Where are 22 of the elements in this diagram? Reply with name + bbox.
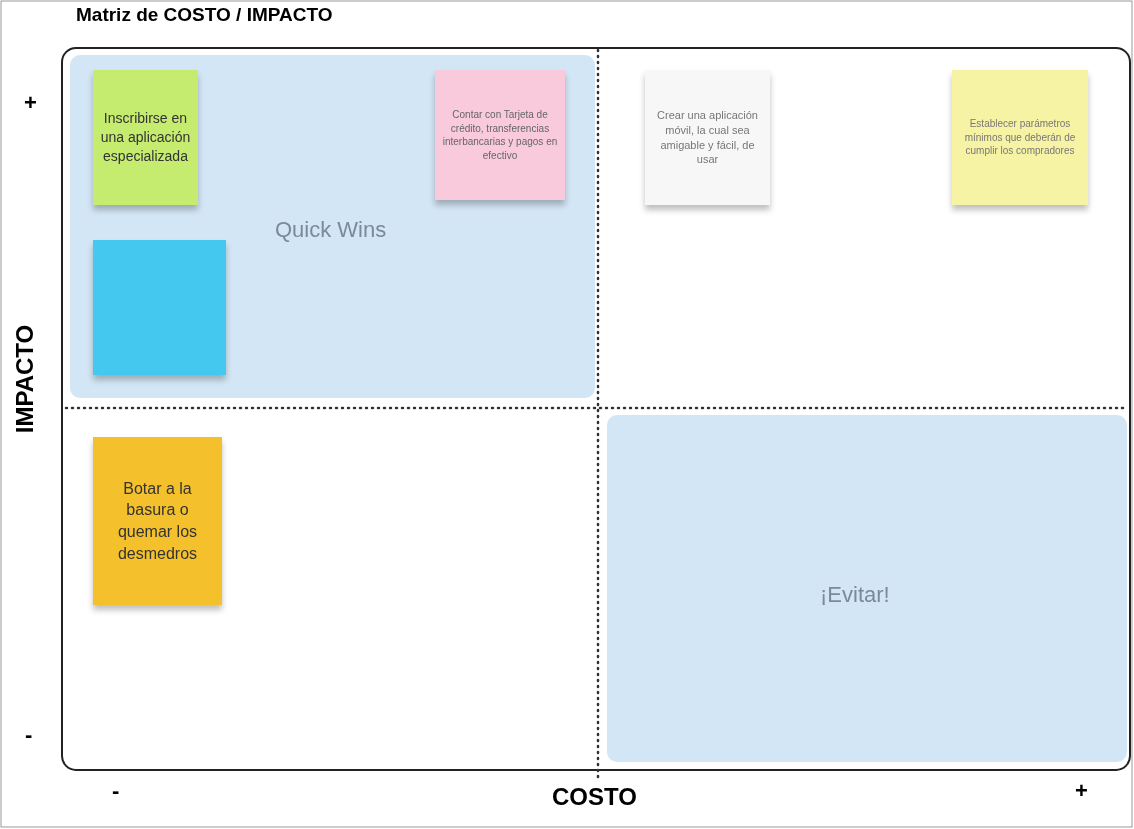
axis-sign: COSTO [552,783,637,811]
axis-sign: + [24,90,37,116]
sticky-note [93,240,226,375]
axis-title: IMPACTO [11,323,39,436]
note-text: Botar a la basura o quemar los desmedros [116,478,199,564]
axis-sign: - [25,722,33,748]
axis-sign: - [112,778,120,804]
quadrant-area [70,55,595,398]
sticky-note [93,437,222,605]
note-text: Establecer parámetros mínimos que deberán de cumplir los compradores [963,117,1077,158]
note-text: Crear una aplicación móvil, la cual sea amigable y fácil, de usar [656,107,759,168]
quadrant-label: ¡Evitar! [820,581,890,609]
sticky-note [435,70,565,200]
axis-sign: + [1075,778,1088,804]
sticky-note [93,70,198,205]
quadrant-label: Quick Wins [275,216,387,244]
sticky-note [645,70,770,205]
sticky-note [952,70,1088,205]
note-text: Contar con Tarjeta de crédito, transferencias interbancarias y pagos en efectivo [441,108,559,162]
quadrant-area [607,415,1127,762]
title: Matriz de COSTO / IMPACTO [76,4,333,26]
note-text: Inscribirse en una aplicación especializada [99,109,192,166]
